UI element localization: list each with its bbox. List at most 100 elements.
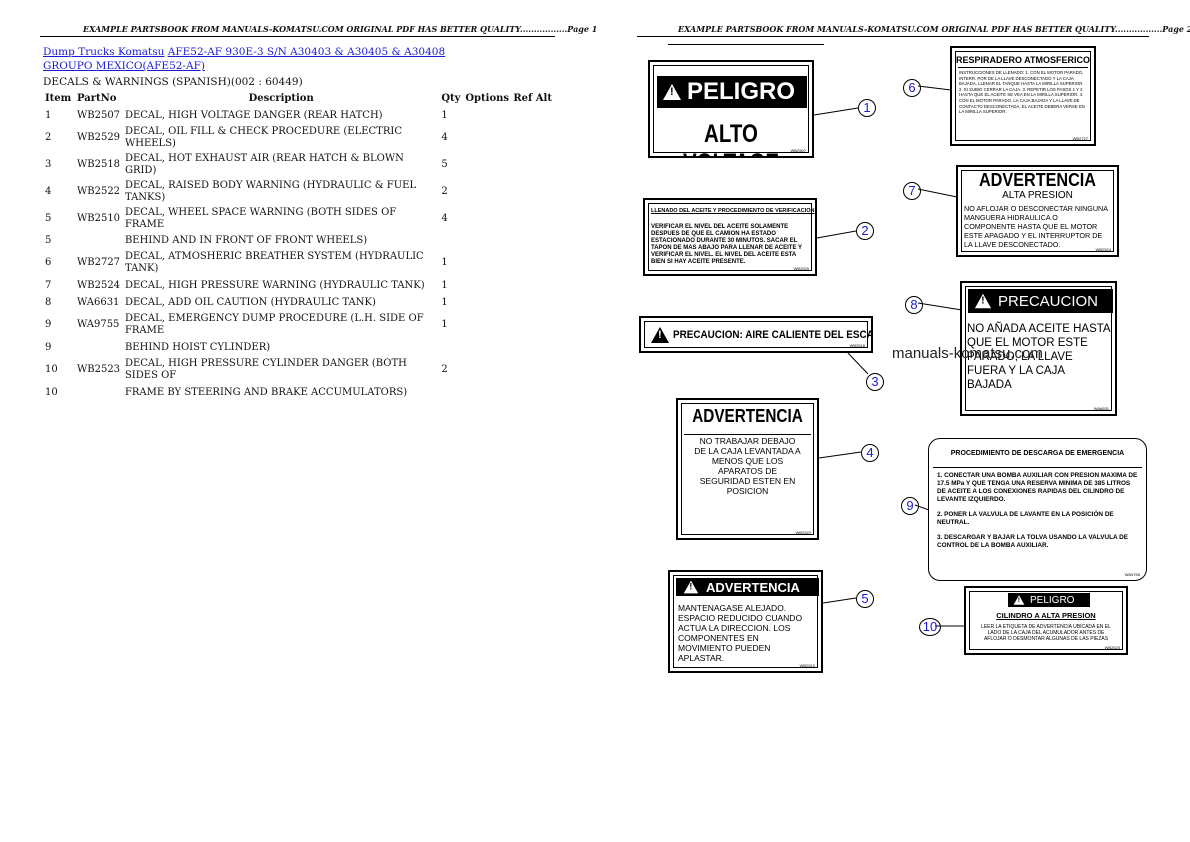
decal-code: WB2518 <box>849 343 865 348</box>
parts-list-page: EXAMPLE PARTSBOOK FROM MANUALS-KOMATSU.C… <box>40 24 598 401</box>
decal-title: PRECAUCION: AIRE CALIENTE DEL ESCAPE <box>673 329 873 341</box>
part-description: DECAL, HIGH PRESSURE WARNING (HYDRAULIC … <box>124 279 425 291</box>
decal-subtitle: CILINDRO A ALTA PRESION <box>996 611 1096 620</box>
part-qty: 2 <box>441 186 448 197</box>
part-description: DECAL, RAISED BODY WARNING (HYDRAULIC & … <box>124 180 417 203</box>
part-qty <box>439 339 463 356</box>
part-description: DECAL, EMERGENCY DUMP PROCEDURE (L.H. SI… <box>124 313 424 336</box>
col-item: Item <box>45 93 72 104</box>
decal-atmospheric-breather: RESPIRADERO ATMOSFERICO INSTRUCCIONES DE… <box>950 46 1096 146</box>
item-number: 6 <box>45 257 52 268</box>
part-number: WA9755 <box>76 319 120 330</box>
part-number <box>75 384 123 401</box>
item-number: 10 <box>45 386 58 398</box>
item-number: 2 <box>45 132 52 143</box>
warning-triangle-icon <box>651 327 669 343</box>
decal-title: ADVERTENCIA <box>978 170 1096 190</box>
breadcrumb-link-dump-trucks[interactable]: Dump Trucks Komatsu <box>43 46 165 58</box>
callout-2[interactable]: 2 <box>856 222 874 240</box>
decal-code: WB2507 <box>790 148 806 153</box>
item-number: 10 <box>45 364 58 375</box>
decal-body: NO AÑADA ACEITE HASTA QUE EL MOTOR ESTE … <box>967 323 1110 391</box>
part-qty: 4 <box>441 213 448 224</box>
page-header: EXAMPLE PARTSBOOK FROM MANUALS-KOMATSU.C… <box>83 24 598 34</box>
callout-5[interactable]: 5 <box>856 590 874 608</box>
callout-3[interactable]: 3 <box>866 373 884 391</box>
item-number: 9 <box>45 341 52 353</box>
decal-subtitle: ALTA PRESION <box>1002 190 1073 201</box>
part-description: DECAL, ADD OIL CAUTION (HYDRAULIC TANK) <box>124 296 376 308</box>
part-qty: 1 <box>441 319 448 330</box>
callout-6[interactable]: 6 <box>903 79 921 97</box>
decal-body: INSTRUCCIONES DE LLENADO: 1. CON EL MOTO… <box>959 70 1085 115</box>
decal-code: WB2510 <box>799 663 815 668</box>
watermark: manuals-komatsu.com <box>892 345 1043 362</box>
decal-oil-fill-procedure: LLENADO DEL ACEITE Y PROCEDIMIENTO DE VE… <box>643 198 817 276</box>
page-header: EXAMPLE PARTSBOOK FROM MANUALS-KOMATSU.C… <box>678 24 1190 34</box>
part-number: WB2524 <box>76 279 121 291</box>
part-qty: 2 <box>441 364 448 375</box>
decal-title: LLENADO DEL ACEITE Y PROCEDIMIENTO DE VE… <box>651 208 815 214</box>
breadcrumb: Dump Trucks Komatsu AFE52-AF 930E-3 S/N … <box>43 45 493 73</box>
section-title: DECALS & WARNINGS (SPANISH)(002 : 60449) <box>43 76 303 88</box>
decal-high-pressure-warning: ADVERTENCIA ALTA PRESION NO AFLOJAR O DE… <box>956 165 1119 257</box>
callout-7[interactable]: 7 <box>903 182 921 200</box>
decal-code: WB2523 <box>1104 645 1120 650</box>
item-number: 5 <box>45 234 52 246</box>
part-number: WB2510 <box>76 213 121 224</box>
part-description: BEHIND AND IN FRONT OF FRONT WHEELS) <box>124 234 368 246</box>
decal-code: WB2529 <box>793 266 809 271</box>
procedure-step-1: 1. CONECTAR UNA BOMBA AUXILIAR CON PRESI… <box>937 472 1138 503</box>
procedure-step-2: 2. PONER LA VALVULA DE LAVANTE EN LA POS… <box>937 511 1114 526</box>
divider <box>668 44 824 45</box>
decal-high-pressure-cylinder-danger: PELIGRO CILINDRO A ALTA PRESION LEER LA … <box>964 586 1128 655</box>
decal-title: PELIGRO <box>687 78 796 105</box>
part-qty: 1 <box>441 257 448 268</box>
item-number: 1 <box>45 109 52 121</box>
callout-4[interactable]: 4 <box>861 444 879 462</box>
part-number: WB2727 <box>76 257 121 268</box>
warning-triangle-icon <box>683 580 699 594</box>
procedure-step-3: 3. DESCARGAR Y BAJAR LA TOLVA USANDO LA … <box>937 534 1129 549</box>
part-qty <box>439 232 463 249</box>
part-number: WA6631 <box>76 296 120 308</box>
col-partno: PartNo <box>76 93 117 104</box>
decal-body: NO TRABAJAR DEBAJO DE LA CAJA LEVANTADA … <box>694 436 801 496</box>
col-ref-alt: Ref Alt <box>513 93 552 104</box>
part-qty: 1 <box>441 279 448 291</box>
part-description: DECAL, WHEEL SPACE WARNING (BOTH SIDES O… <box>124 207 397 230</box>
callout-9[interactable]: 9 <box>901 497 919 515</box>
part-qty: 5 <box>441 159 448 170</box>
decal-body: ALTO VOLTAGE <box>683 120 779 156</box>
callout-8[interactable]: 8 <box>905 296 923 314</box>
part-description: FRAME BY STEERING AND BRAKE ACCUMULATORS… <box>124 386 408 398</box>
decal-body: LEER LA ETIQUETA DE ADVERTENCIA UBICADA … <box>981 624 1111 642</box>
callout-10[interactable]: 10 <box>919 618 941 636</box>
breadcrumb-link-model[interactable]: AFE52-AF 930E-3 S/N A30403 & A30405 & A3… <box>43 46 446 72</box>
header-rule <box>637 36 1149 37</box>
decal-title: PRECAUCION <box>998 292 1099 310</box>
part-number: WB2523 <box>76 364 121 375</box>
part-description: DECAL, ATMOSHERIC BREATHER SYSTEM (HYDRA… <box>124 251 424 274</box>
item-number: 3 <box>45 159 52 170</box>
decal-code: WB2522 <box>795 530 811 535</box>
item-number: 7 <box>45 279 52 291</box>
warning-triangle-icon <box>663 84 681 100</box>
decal-title: PROCEDIMIENTO DE DESCARGA DE EMERGENCIA <box>950 450 1125 457</box>
decal-add-oil-caution: PRECAUCION NO AÑADA ACEITE HASTA QUE EL … <box>960 281 1117 416</box>
header-rule <box>40 36 555 37</box>
table-row: 5 BEHIND AND IN FRONT OF FRONT WHEELS) <box>43 232 555 249</box>
part-description: DECAL, HOT EXHAUST AIR (REAR HATCH & BLO… <box>124 153 404 176</box>
col-description: Description <box>248 93 314 104</box>
part-number: WB2529 <box>76 132 121 143</box>
callout-1[interactable]: 1 <box>858 99 876 117</box>
decal-title: PELIGRO <box>1030 594 1075 606</box>
